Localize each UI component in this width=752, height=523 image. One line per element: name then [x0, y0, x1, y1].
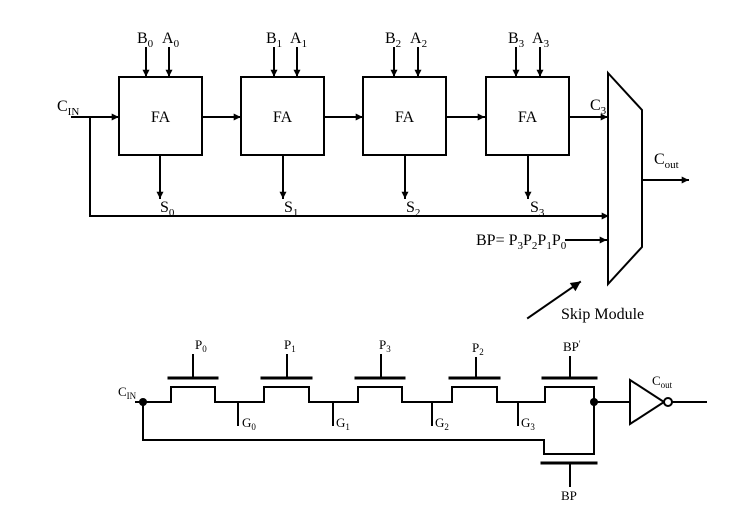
pass-transistor-p2: P2 [448, 340, 501, 403]
pass-transistor-p1: P1 [260, 337, 313, 403]
bypass-transistor-bp: BP [540, 401, 598, 503]
gate-bp-label: BP [561, 488, 577, 503]
full-adder-stage-0: FA B0 A0 S0 [118, 30, 203, 219]
full-adder-label-1: FA [273, 109, 293, 126]
sum-s0-label: S0 [160, 199, 175, 219]
sum-s1-label: S1 [284, 199, 298, 219]
inverter-bubble [663, 397, 673, 407]
cin-label: CIN [57, 98, 79, 118]
sum-s2-label: S2 [406, 199, 420, 219]
node-g0-label: G0 [242, 415, 256, 432]
skip-module-label: Skip Module [561, 306, 644, 323]
chain-cout-label: Cout [652, 373, 673, 390]
chain-bypass-path [142, 401, 545, 441]
node-g2-label: G2 [435, 415, 449, 432]
full-adder-box-1 [240, 76, 325, 156]
input-b3-label: B3 [508, 30, 525, 50]
gate-bp-prime-label: BP' [563, 339, 581, 354]
skip-module-pointer-arrow [526, 280, 582, 320]
cin-bypass-wire [89, 116, 609, 220]
full-adder-label-3: FA [518, 109, 538, 126]
full-adder-stage-2: FA B2 A2 S2 [362, 30, 447, 219]
node-g3-label: G3 [521, 415, 535, 432]
full-adder-stage-1: FA B1 A1 S1 [240, 30, 325, 219]
bp-expression-label: BP= P3P2P1P0 [476, 232, 567, 252]
full-adder-stage-3: FA B3 A3 S3 [485, 30, 570, 219]
gate-p1-label: P1 [284, 337, 296, 354]
pass-transistor-p0: P0 [167, 337, 219, 403]
pass-transistor-p3: P3 [354, 337, 406, 403]
input-a1-label: A1 [290, 30, 307, 50]
input-b2-label: B2 [385, 30, 401, 50]
pass-transistor-bp-prime: BP' [541, 339, 598, 403]
carry-c3-label: C3 [590, 97, 607, 117]
input-a0-label: A0 [162, 30, 180, 50]
input-a3-label: A3 [532, 30, 550, 50]
input-a2-label: A2 [410, 30, 427, 50]
gate-p0-label: P0 [195, 337, 207, 354]
gate-p2-label: P2 [472, 340, 484, 357]
full-adder-label-0: FA [151, 109, 171, 126]
sum-s3-label: S3 [530, 199, 545, 219]
transistor-carry-chain: CIN P0 G0 P1 [118, 337, 707, 503]
node-g1-label: G1 [336, 415, 350, 432]
input-b0-label: B0 [137, 30, 154, 50]
full-adder-label-2: FA [395, 109, 415, 126]
output-inverter [629, 378, 666, 426]
cout-label: Cout [654, 151, 679, 171]
input-b1-label: B1 [266, 30, 282, 50]
skip-multiplexer [607, 70, 643, 287]
gate-p3-label: P3 [379, 337, 391, 354]
chain-cin-label: CIN [118, 384, 137, 401]
carry-skip-block: CIN FA B0 A0 S0 FA [57, 30, 689, 323]
